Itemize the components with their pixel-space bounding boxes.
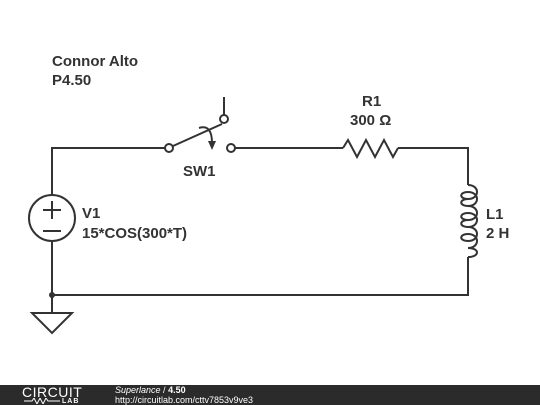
footer-title: Superlance / 4.50 <box>115 385 186 395</box>
footer-separator: / <box>160 385 169 395</box>
voltage-source-v1[interactable] <box>28 194 76 242</box>
switch-label: SW1 <box>183 163 216 180</box>
resistor-logo-icon <box>24 398 60 404</box>
inductor-name: L1 <box>486 206 504 223</box>
wires <box>51 147 469 312</box>
author-label: Connor Alto <box>52 53 138 70</box>
circuitlab-logo[interactable]: CIRCUIT LAB <box>22 385 97 405</box>
footer-author-link[interactable]: Superlance <box>115 385 161 395</box>
resistor-r1[interactable] <box>342 137 399 160</box>
inductor-l1[interactable] <box>460 184 478 258</box>
inductor-value: 2 H <box>486 225 509 242</box>
footer-url[interactable]: http://circuitlab.com/cttv7853v9ve3 <box>115 395 254 405</box>
footer-project-link[interactable]: 4.50 <box>168 385 186 395</box>
resistor-value: 300 Ω <box>350 112 391 129</box>
source-name: V1 <box>82 205 100 222</box>
footer-bar: CIRCUIT LAB Superlance / 4.50 http://cir… <box>0 385 540 405</box>
ground-icon <box>29 312 75 335</box>
problem-label: P4.50 <box>52 72 91 89</box>
logo-subword: LAB <box>62 398 80 405</box>
logo-wordmark: CIRCUIT <box>22 385 83 400</box>
source-value: 15*COS(300*T) <box>82 225 187 242</box>
schematic-canvas: Connor Alto P4.50 SW1 R1 300 Ω L1 2 H <box>28 53 509 335</box>
junction-dot <box>49 292 55 298</box>
switch-sw1[interactable] <box>164 97 236 153</box>
resistor-name: R1 <box>362 93 381 110</box>
